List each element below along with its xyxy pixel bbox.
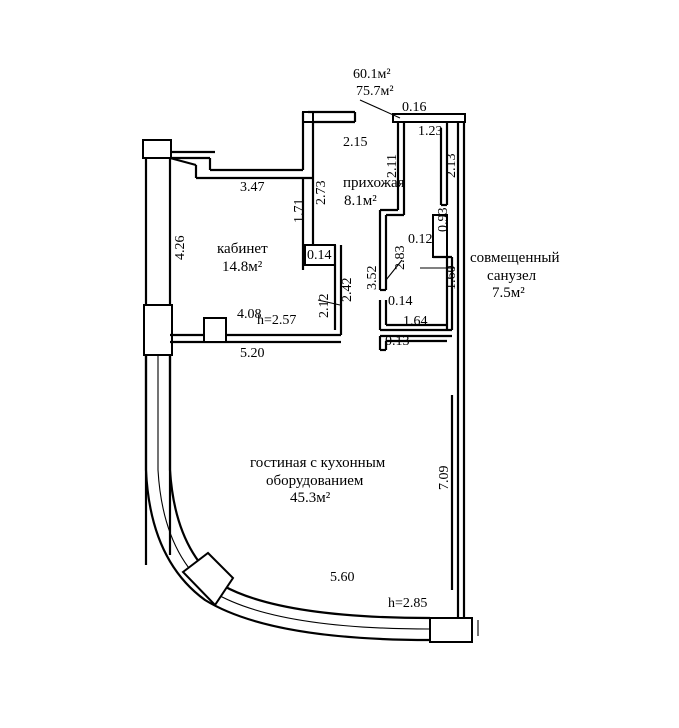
- leader-line-area: [359, 99, 401, 119]
- top-wall: [378, 113, 466, 292]
- dim-2-73: 2.73: [314, 181, 329, 206]
- living-height: h=2.85: [388, 596, 427, 611]
- dim-0-13: 0.13: [385, 334, 410, 349]
- room-study-area: 14.8м²: [222, 259, 263, 275]
- total-area-label: 75.7м²: [356, 84, 394, 99]
- dim-0-14-a: 0.14: [307, 248, 332, 263]
- living-area-label: 60.1м²: [353, 67, 391, 82]
- wall-end-bottom: [429, 617, 473, 643]
- dim-3-52: 3.52: [365, 266, 380, 291]
- dim-0-12: 0.12: [408, 232, 433, 247]
- dim-2-42: 2.42: [340, 278, 355, 303]
- dim-5-60: 5.60: [330, 570, 355, 585]
- dim-2-11: 2.11: [385, 154, 400, 178]
- dim-2-12: 2.12: [317, 294, 332, 319]
- dim-2-15: 2.15: [343, 135, 368, 150]
- dim-7-09: 7.09: [437, 466, 452, 491]
- room-bath-name-2: санузел: [487, 268, 537, 284]
- dim-2-83: 2.83: [393, 246, 408, 271]
- dim-1-23: 1.23: [418, 124, 443, 139]
- room-hall-area: 8.1м²: [344, 193, 377, 209]
- leader-line-study: [317, 299, 341, 306]
- room-hall-name: прихожая: [343, 175, 405, 191]
- column-left: [143, 304, 173, 356]
- bay-window: [181, 551, 235, 607]
- dim-0-93: 0.93: [436, 208, 451, 233]
- dim-1-64: 1.64: [403, 314, 428, 329]
- room-living-name-2: оборудованием: [266, 473, 364, 489]
- room-bath-name-1: совмещенный: [470, 250, 560, 266]
- dim-1-60: 1.60: [444, 266, 459, 291]
- bathroom-walls: [378, 122, 454, 352]
- room-bath-area: 7.5м²: [492, 285, 525, 301]
- hall-walls: [169, 110, 357, 335]
- leader-line-hall: [385, 259, 403, 281]
- dim-0-14-b: 0.14: [388, 294, 413, 309]
- room-living-area: 45.3м²: [290, 490, 331, 506]
- dim-4-08: 4.08: [237, 307, 262, 322]
- study-height: h=2.57: [257, 313, 296, 328]
- dim-5-20: 5.20: [240, 346, 265, 361]
- dim-4-26: 4.26: [173, 236, 188, 261]
- room-living-name-1: гостиная с кухонным: [250, 455, 386, 471]
- room-study-name: кабинет: [217, 241, 268, 257]
- dim-3-47: 3.47: [240, 180, 265, 195]
- exterior-wall-right: [450, 118, 466, 618]
- dim-2-13: 2.13: [444, 154, 459, 179]
- dim-1-71: 1.71: [292, 199, 307, 224]
- dim-0-16: 0.16: [402, 100, 427, 115]
- study-bottom-wall: [170, 317, 341, 344]
